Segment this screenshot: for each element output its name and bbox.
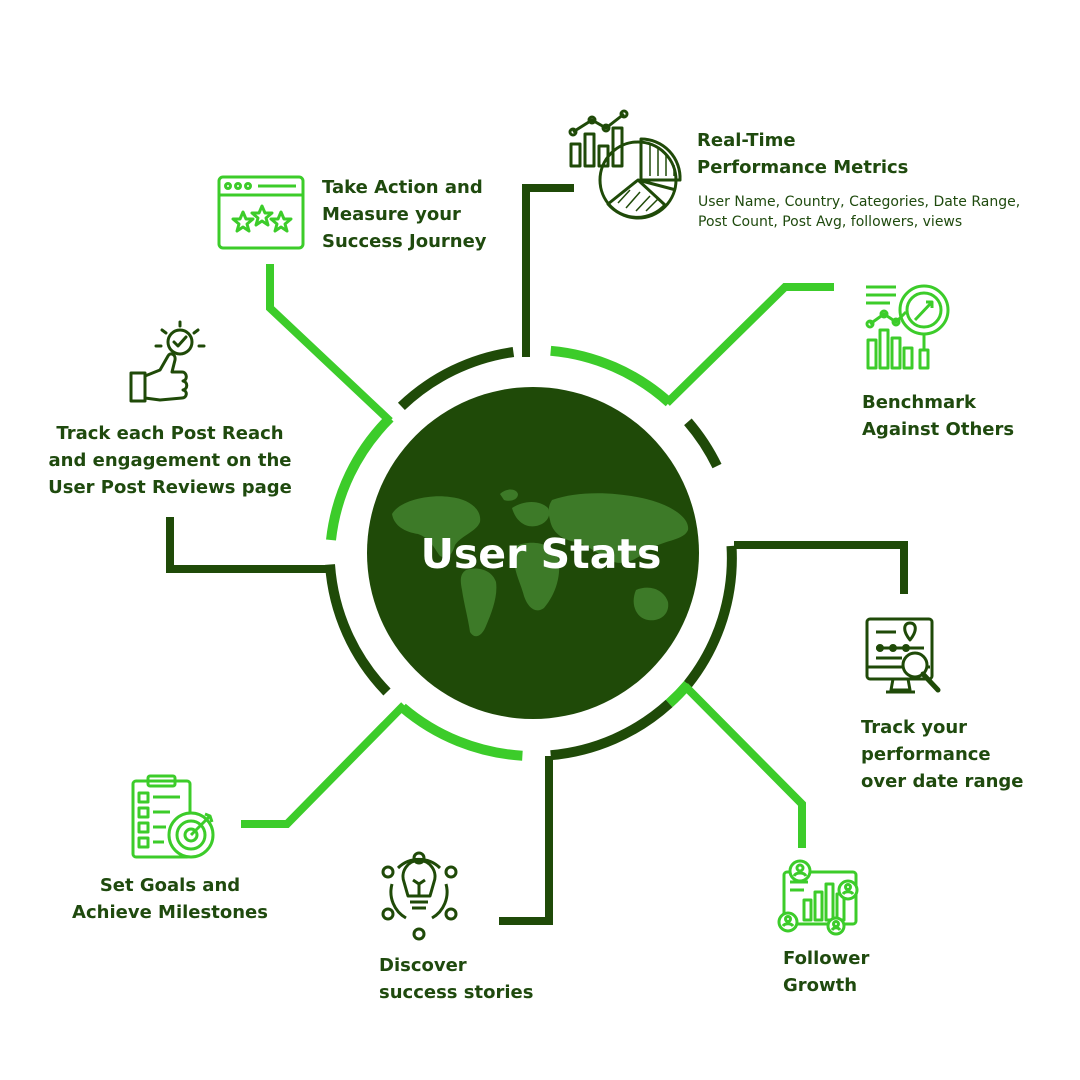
thumbs-up-check-icon [129,320,206,403]
chart-pie-icon [568,109,682,220]
realtime-title: Real-Time Performance Metrics [697,130,909,178]
outer-ring [325,345,737,761]
connector-follower-growth [682,683,806,848]
success-stories-title: Discover success stories [379,955,534,1003]
connector-benchmark [664,283,834,406]
center-title: User Stats [420,530,662,578]
follower-chart-icon [777,859,859,936]
ring-segment-right [683,545,737,688]
connectors [166,184,908,925]
connector-take-action [266,264,393,424]
lightbulb-network-icon [381,851,458,941]
monitor-search-icon [865,617,941,694]
ring-segment-left [325,564,391,696]
ring-segment-bottom [399,703,523,761]
connector-goals [241,702,407,828]
take-action-title: Take Action and Measure your Success Jou… [322,177,487,252]
connector-realtime [522,184,574,357]
world-map [392,489,689,637]
analytics-magnifier-icon [865,284,950,370]
ring-segment-bottom-right [550,699,673,761]
connector-track-post [166,517,332,573]
realtime-detail: User Name, Country, Categories, Date Ran… [698,194,1021,230]
ring-segment-right-upper [684,418,722,469]
browser-stars-icon [217,175,305,250]
clipboard-target-icon [131,774,215,859]
benchmark-title: Benchmark Against Others [862,392,1015,440]
ring-segment-left-upper [326,414,394,541]
track-post-title: Track each Post Reach and engagement on … [48,423,292,498]
date-range-title: Track your performance over date range [861,717,1024,792]
ring-segment-top-right [550,345,673,407]
follower-growth-title: Follower Growth [783,948,870,996]
connector-date-range [734,541,908,594]
ring-segment-top [397,347,515,411]
connector-success-stories [499,756,553,925]
goals-title: Set Goals and Achieve Milestones [72,875,268,923]
